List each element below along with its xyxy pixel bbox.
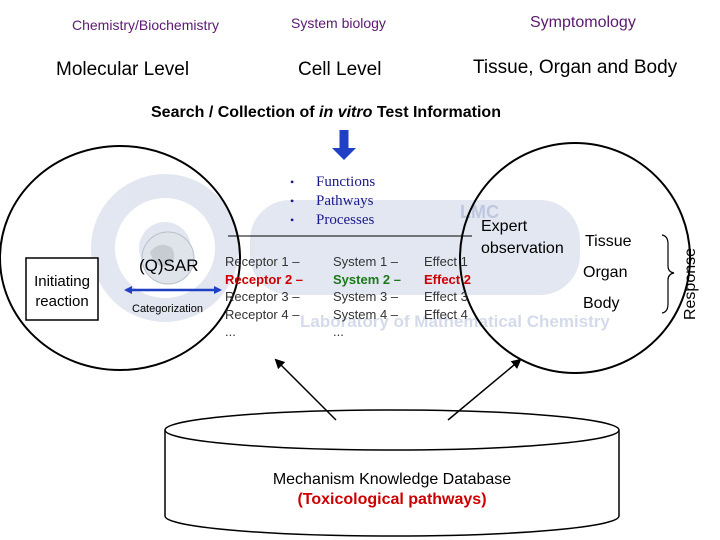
database-subtitle: (Toxicological pathways) [297, 491, 487, 508]
header-chemistry: Chemistry/Biochemistry [72, 17, 220, 33]
bullet-dot: • [290, 175, 295, 189]
bullet-dot: • [290, 213, 295, 227]
effect-item: Effect 3 [424, 289, 468, 304]
receptor-item: Receptor 4 – [225, 306, 300, 322]
categorization-label: Categorization [132, 303, 203, 315]
header-tissue-organ-body: Tissue, Organ and Body [473, 57, 678, 78]
db-arrow-left [274, 358, 337, 421]
header-cell-level: Cell Level [298, 59, 382, 80]
database-title: Mechanism Knowledge Database [272, 471, 512, 488]
header-symptomology: Symptomology [530, 14, 636, 31]
search-title: Search / Collection of in vitro Test Inf… [151, 104, 501, 122]
system-list: System 1 – System 2 – System 3 – System … [333, 253, 401, 341]
observation-label: observation [481, 240, 564, 257]
system-item: System 2 – [333, 271, 401, 287]
bullet-item: •Processes [290, 212, 375, 228]
db-arrow-right [447, 358, 522, 421]
organ-label: Organ [583, 264, 628, 281]
system-item: System 3 – [333, 289, 399, 304]
database-cylinder [164, 409, 620, 537]
search-title-prefix: Search / Collection of [151, 104, 320, 121]
tissue-label: Tissue [585, 233, 632, 250]
bullet-item: •Pathways [290, 193, 374, 209]
initiating-reaction-label: Initiating reaction [34, 273, 90, 310]
watermark-lab-text: Laboratory of Mathematical Chemistry [300, 312, 610, 331]
response-label: Response [682, 247, 699, 321]
header-system-biology: System biology [291, 15, 386, 31]
qsar-label: (Q)SAR [139, 256, 199, 275]
receptor-item: ... [225, 324, 236, 339]
initiating-box [25, 257, 99, 321]
body-label: Body [583, 295, 620, 312]
globe-image [141, 231, 195, 285]
receptor-list: Receptor 1 – Receptor 2 – Receptor 3 – R… [225, 253, 303, 341]
system-item: ... [333, 324, 344, 339]
watermark-lmc-text: LMC [460, 202, 499, 222]
search-title-suffix: Test Information [372, 104, 501, 121]
system-item: System 4 – [333, 306, 399, 322]
receptor-item: Receptor 3 – [225, 289, 300, 304]
expert-label: Expert [481, 218, 528, 235]
effect-item: Effect 4 [424, 306, 468, 322]
bullet-dot: • [290, 194, 295, 208]
effect-list: Effect 1 Effect 2 Effect 3 Effect 4 [424, 253, 471, 323]
receptor-item: Receptor 2 – [225, 271, 304, 287]
right-circle [459, 142, 691, 374]
bullet-list: •Functions •Pathways •Processes [290, 173, 375, 230]
effect-item: Effect 1 [424, 254, 468, 269]
header-molecular-level: Molecular Level [56, 59, 190, 80]
search-arrow-head [332, 148, 356, 160]
response-brace [661, 234, 675, 314]
bullet-item: •Functions [290, 174, 376, 190]
receptor-item: Receptor 1 – [225, 254, 300, 269]
left-circle [0, 145, 241, 371]
system-item: System 1 – [333, 254, 399, 269]
search-title-italic: in vitro [319, 104, 373, 121]
effect-item: Effect 2 [424, 271, 471, 287]
